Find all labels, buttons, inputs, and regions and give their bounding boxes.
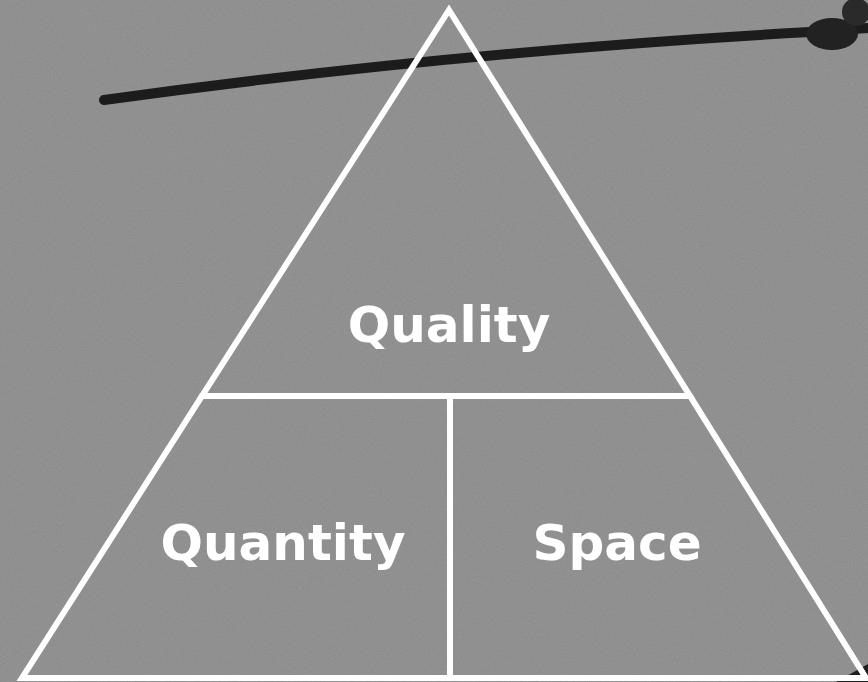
rod-knob bbox=[842, 0, 868, 26]
region-label: Quantity bbox=[161, 516, 406, 571]
triangle-region: Quantity bbox=[22, 396, 450, 678]
region-label: Space bbox=[532, 516, 701, 571]
region-border bbox=[450, 396, 866, 678]
region-border bbox=[22, 396, 450, 678]
triangle-region: Quality bbox=[202, 10, 690, 396]
triangle-region: Space bbox=[450, 396, 866, 678]
region-border bbox=[202, 10, 690, 396]
region-label: Quality bbox=[348, 298, 551, 353]
